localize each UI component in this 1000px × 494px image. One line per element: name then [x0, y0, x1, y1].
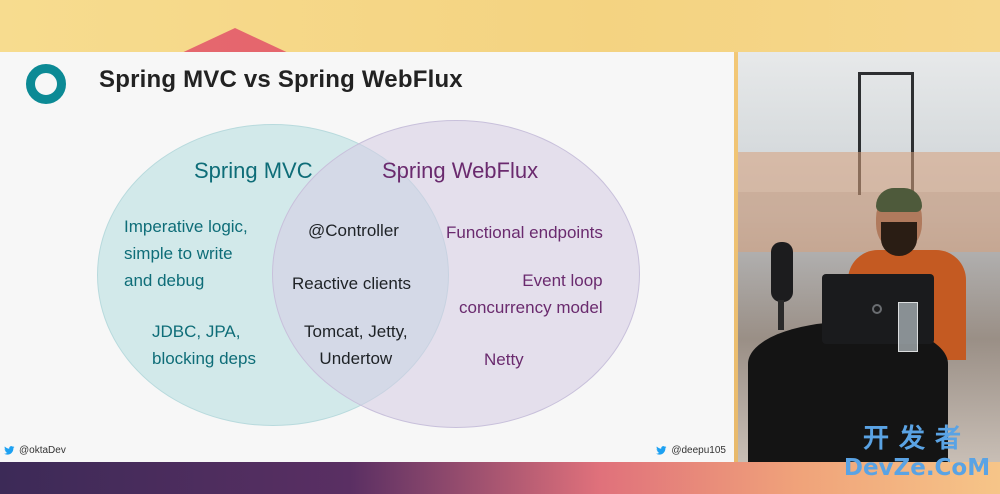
webflux-point-netty: Netty — [484, 350, 524, 369]
presentation-slide: Spring MVC vs Spring WebFlux Spring MVC … — [0, 52, 734, 462]
decorative-triangle — [175, 28, 295, 56]
shared-point-reactive-clients: Reactive clients — [292, 274, 412, 293]
right-handle-text: @deepu105 — [671, 445, 726, 456]
venn-diagram: Spring MVC Spring WebFlux Imperative log… — [0, 52, 734, 462]
speaker-camera-feed — [738, 52, 1000, 462]
background-wall — [738, 152, 1000, 252]
shared-point-controller: @Controller — [308, 221, 399, 240]
site-watermark: 开发者 DevZe.CoM — [842, 424, 992, 488]
spring-webflux-circle — [272, 120, 640, 428]
watermark-chinese: 开发者 — [862, 424, 971, 454]
slide-title: Spring MVC vs Spring WebFlux — [99, 66, 463, 93]
shared-point-servers: Tomcat, Jetty, Undertow — [304, 322, 408, 368]
laptop-logo-icon — [872, 304, 882, 314]
okta-logo-icon — [26, 64, 66, 104]
twitter-handle-right: @deepu105 — [656, 445, 726, 456]
mvc-point-imperative: Imperative logic, simple to write and de… — [124, 217, 248, 290]
watermark-english: DevZe.CoM — [843, 455, 991, 481]
mvc-point-jdbc: JDBC, JPA, blocking deps — [152, 322, 256, 368]
background-bottom-band — [0, 462, 1000, 494]
twitter-bird-icon — [4, 446, 15, 455]
webflux-point-event-loop: Event loop concurrency model — [459, 271, 603, 317]
twitter-handle-left: @oktaDev — [4, 445, 66, 456]
background-top-band — [0, 0, 1000, 52]
window-frame — [858, 72, 914, 195]
microphone-icon — [771, 242, 793, 302]
microphone-stand — [778, 300, 784, 330]
spring-mvc-heading: Spring MVC — [194, 158, 313, 183]
webflux-point-functional: Functional endpoints — [446, 223, 603, 242]
twitter-bird-icon — [656, 446, 667, 455]
spring-webflux-heading: Spring WebFlux — [382, 158, 539, 183]
left-handle-text: @oktaDev — [19, 445, 66, 456]
speaker-beanie — [876, 188, 922, 212]
speaker-beard — [881, 222, 917, 256]
water-glass — [898, 302, 918, 352]
